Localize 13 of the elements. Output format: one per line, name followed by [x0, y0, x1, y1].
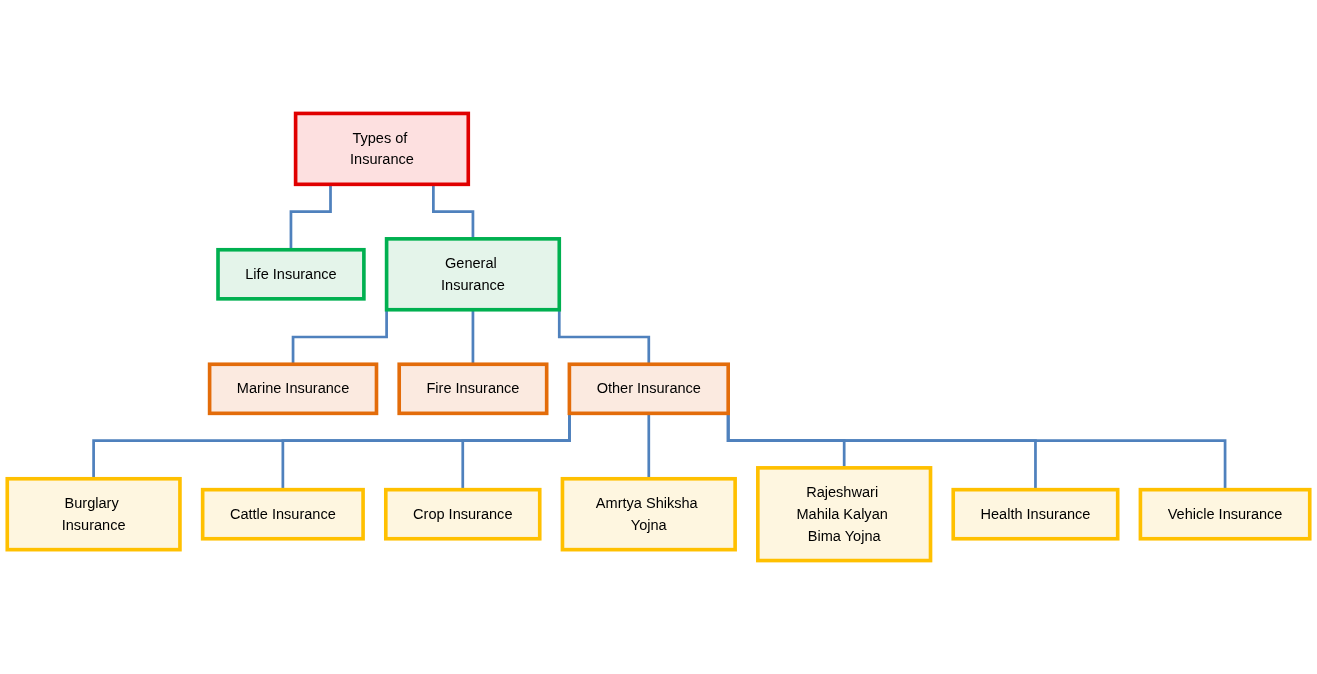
node-box: Health Insurance — [951, 487, 1120, 541]
node-box: Vehicle Insurance — [1138, 487, 1312, 541]
node-box: Crop Insurance — [383, 487, 542, 541]
node-box: Life Insurance — [216, 247, 366, 301]
node-box: General Insurance — [384, 237, 562, 312]
node-box: Other Insurance — [567, 362, 730, 416]
node-box: Marine Insurance — [207, 362, 379, 416]
node-box: Amrtya Shiksha Yojna — [560, 476, 737, 552]
node-box: Burglary Insurance — [5, 476, 182, 552]
node-box: Cattle Insurance — [200, 487, 365, 541]
node-box: Fire Insurance — [397, 362, 549, 416]
node-box: Types of Insurance — [293, 111, 471, 187]
node-box: Rajeshwari Mahila Kalyan Bima Yojna — [756, 466, 933, 563]
